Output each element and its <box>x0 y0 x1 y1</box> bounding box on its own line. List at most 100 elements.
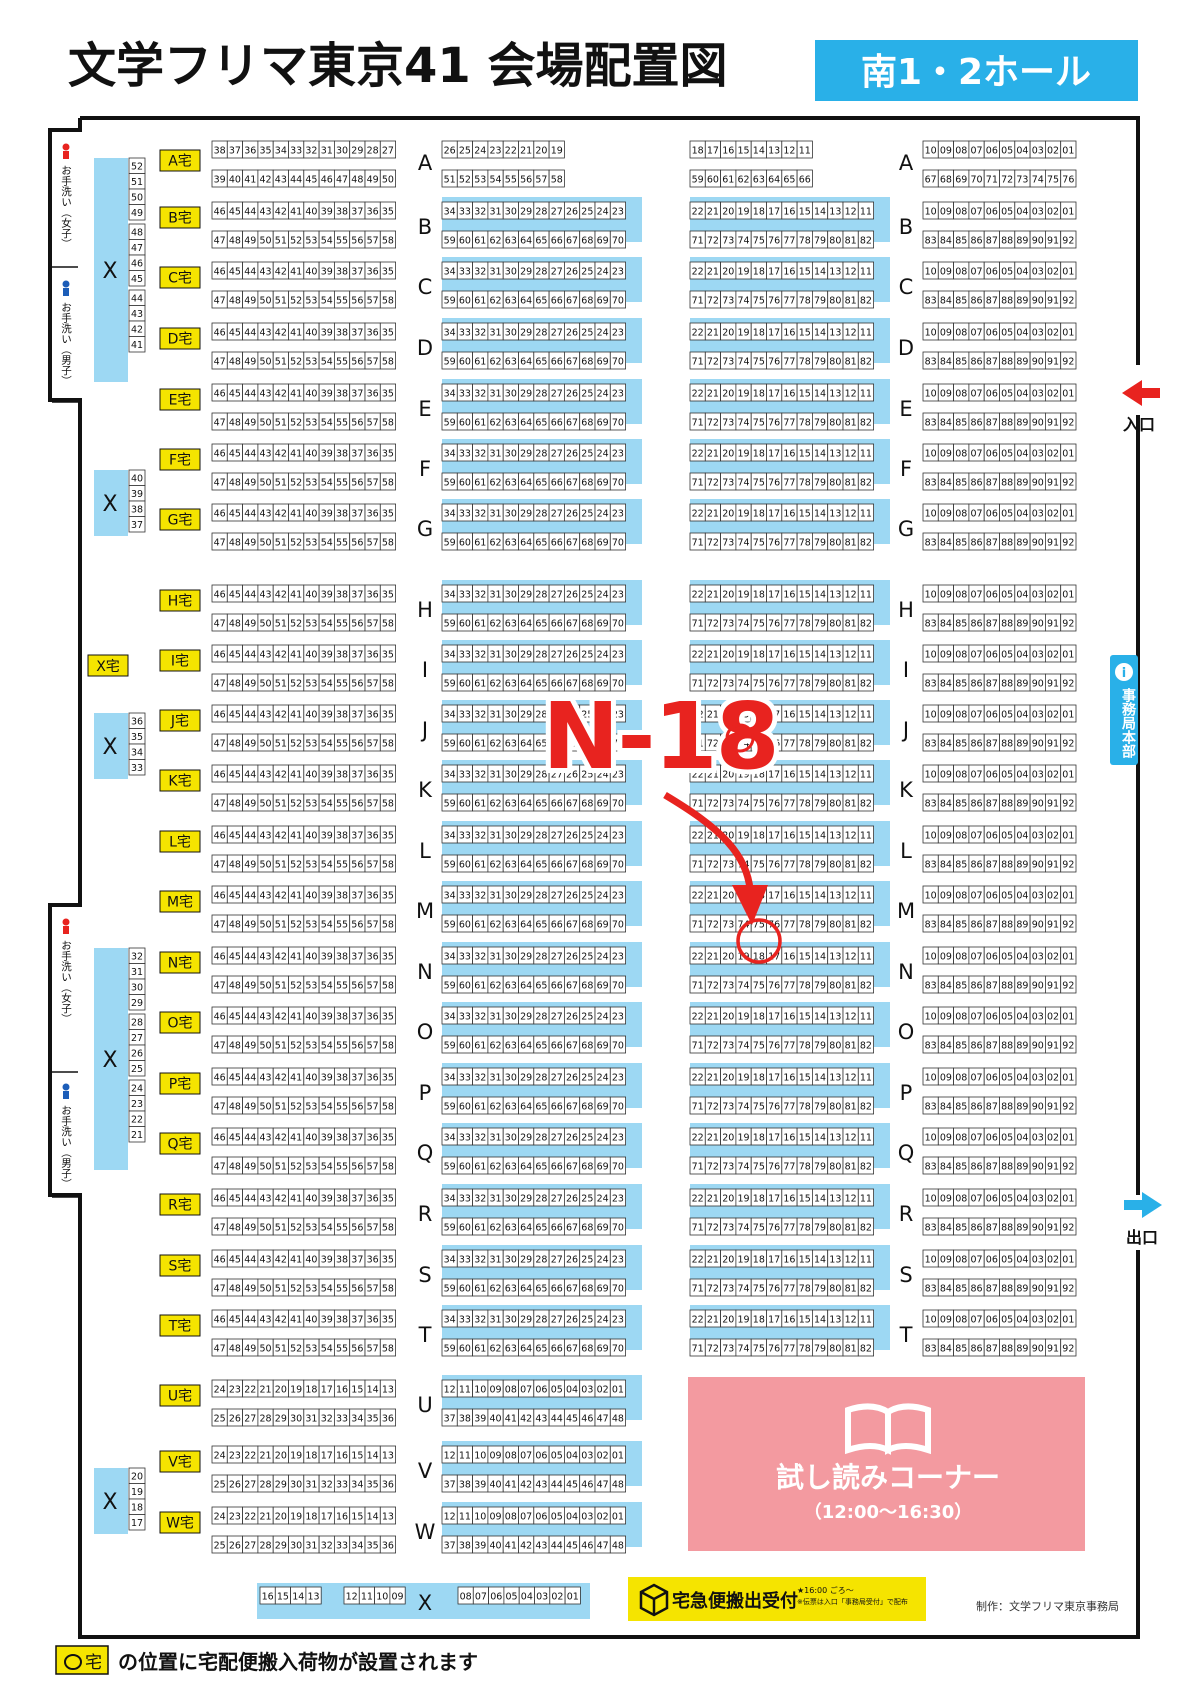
row-f-block4-bottom-number: 92 <box>1062 478 1074 489</box>
row-f-block3-top-number: 11 <box>860 449 872 460</box>
row-k-block2-top-number: 29 <box>520 770 532 781</box>
row-b-block2-bottom-number: 70 <box>612 236 624 247</box>
row-a-block4-bottom-cell <box>1060 169 1077 188</box>
row-w-block2-bottom-number: 42 <box>520 1541 532 1552</box>
row-c-block2-top-number: 28 <box>535 267 547 278</box>
row-s-block1-top-number: 41 <box>290 1255 302 1266</box>
row-t-block3-top-number: 20 <box>722 1315 734 1326</box>
row-c-block2-top-number: 31 <box>490 267 502 278</box>
row-p-block4-bottom-number: 87 <box>986 1102 998 1113</box>
row-q-block4-top-number: 03 <box>1032 1133 1044 1144</box>
row-a-block3-bottom-number: 61 <box>722 175 734 186</box>
row-g-block3-top-number: 22 <box>692 509 704 520</box>
row-g-block3-bottom-number: 74 <box>738 538 750 549</box>
row-l-block2-bottom-number: 68 <box>581 860 593 871</box>
row-j-block1-top-number: 42 <box>275 710 287 721</box>
row-e-block2-top-number: 32 <box>474 389 486 400</box>
row-o-block1-bottom-number: 54 <box>321 1041 333 1052</box>
row-j-block4-bottom-number: 90 <box>1032 739 1044 750</box>
row-k-block4-bottom-number: 83 <box>925 799 937 810</box>
row-m-block1-top-number: 40 <box>305 891 317 902</box>
row-p-block1-top-number: 36 <box>367 1073 379 1084</box>
office-label: 事務局本部 <box>1120 687 1136 759</box>
row-v-block2-bottom-number: 39 <box>474 1480 486 1491</box>
row-d-block1-bottom-number: 58 <box>382 357 394 368</box>
row-t-block2-top-number: 29 <box>520 1315 532 1326</box>
row-e-block2-bottom-number: 61 <box>474 418 486 429</box>
row-letter-b: B <box>418 215 432 239</box>
row-b-block3-top-number: 14 <box>814 207 826 218</box>
x-column-number: 33 <box>131 763 143 774</box>
row-j-block3-top-number: 16 <box>783 710 795 721</box>
row-e-block3-top-number: 22 <box>692 389 704 400</box>
row-n-block2-top-number: 23 <box>612 952 624 963</box>
row-l-block4-bottom-number: 91 <box>1047 860 1059 871</box>
row-q-block2-bottom-number: 68 <box>581 1162 593 1173</box>
row-a-block4-bottom-number: 76 <box>1062 175 1074 186</box>
row-n-block3-bottom-number: 77 <box>783 981 795 992</box>
row-w-block1-bottom-number: 29 <box>275 1541 287 1552</box>
row-c-block1-bottom-number: 48 <box>229 296 241 307</box>
bottom-x-group1-number: 13 <box>308 1592 320 1603</box>
row-d-block1-top-number: 36 <box>367 328 379 339</box>
row-p-block1-top-number: 37 <box>351 1073 363 1084</box>
row-h-block4-bottom-number: 86 <box>971 619 983 630</box>
row-l-block4-top-number: 01 <box>1062 831 1074 842</box>
row-r-block2-top-number: 30 <box>505 1194 517 1205</box>
row-g-block2-bottom-number: 63 <box>505 538 517 549</box>
row-n-block1-top-number: 36 <box>367 952 379 963</box>
row-letter-l-right: L <box>900 839 912 863</box>
row-d-block1-bottom-number: 49 <box>244 357 256 368</box>
row-i-block4-top-number: 08 <box>955 650 967 661</box>
row-l-block4-bottom-number: 92 <box>1062 860 1074 871</box>
row-f-block3-bottom-number: 79 <box>814 478 826 489</box>
row-h-block1-bottom-number: 49 <box>244 619 256 630</box>
row-r-block1-top-number: 42 <box>275 1194 287 1205</box>
row-f-block4-bottom-number: 85 <box>955 478 967 489</box>
row-p-block4-bottom-number: 89 <box>1016 1102 1028 1113</box>
row-m-block4-top-number: 10 <box>925 891 937 902</box>
row-a-block2-bottom-number: 53 <box>474 175 486 186</box>
row-r-block1-bottom-number: 53 <box>305 1223 317 1234</box>
row-j-block2-top-number: 30 <box>505 710 517 721</box>
row-i-block1-top-number: 40 <box>305 650 317 661</box>
row-h-block1-bottom-number: 48 <box>229 619 241 630</box>
row-letter-u: U <box>417 1393 432 1417</box>
row-o-block4-top-number: 10 <box>925 1012 937 1023</box>
row-s-block1-bottom-number: 53 <box>305 1284 317 1295</box>
row-f-block1-bottom-number: 52 <box>290 478 302 489</box>
row-b-block2-top-number: 29 <box>520 207 532 218</box>
x-column-number: 26 <box>131 1049 143 1060</box>
row-d-block2-bottom-number: 59 <box>444 357 456 368</box>
row-n-block2-bottom-number: 68 <box>581 981 593 992</box>
row-l-block4-bottom-number: 90 <box>1032 860 1044 871</box>
row-h-block3-bottom-number: 76 <box>768 619 780 630</box>
takuhai-label: N宅 <box>168 956 192 972</box>
row-h-block4-bottom-number: 92 <box>1062 619 1074 630</box>
row-k-block3-bottom-number: 72 <box>707 799 719 810</box>
row-o-block2-top-number: 29 <box>520 1012 532 1023</box>
row-r-block2-bottom-number: 62 <box>490 1223 502 1234</box>
row-i-block1-top-number: 38 <box>336 650 348 661</box>
row-b-block1-top-number: 43 <box>260 207 272 218</box>
row-i-block1-bottom-number: 54 <box>321 679 333 690</box>
row-d-block1-bottom-number: 57 <box>367 357 379 368</box>
row-d-block3-top-number: 21 <box>707 328 719 339</box>
row-c-block2-top-number: 23 <box>612 267 624 278</box>
row-a-block2-top-number: 22 <box>505 146 517 157</box>
row-i-block4-bottom-number: 87 <box>986 679 998 690</box>
row-c-block2-bottom-number: 68 <box>581 296 593 307</box>
row-h-block1-top-number: 46 <box>214 590 226 601</box>
row-r-block3-top-number: 18 <box>753 1194 765 1205</box>
row-m-block3-top-number: 13 <box>829 891 841 902</box>
row-i-block3-top-number: 14 <box>814 650 826 661</box>
row-v-block2-top-number: 06 <box>535 1451 547 1462</box>
row-q-block3-top-number: 11 <box>860 1133 872 1144</box>
row-c-block4-top-number: 02 <box>1047 267 1059 278</box>
row-k-block4-bottom-number: 88 <box>1001 799 1013 810</box>
row-c-block3-top-number: 21 <box>707 267 719 278</box>
row-g-block4-bottom-number: 88 <box>1001 538 1013 549</box>
row-j-block1-bottom-number: 51 <box>275 739 287 750</box>
row-g-block4-top-number: 10 <box>925 509 937 520</box>
row-c-block1-bottom-number: 51 <box>275 296 287 307</box>
